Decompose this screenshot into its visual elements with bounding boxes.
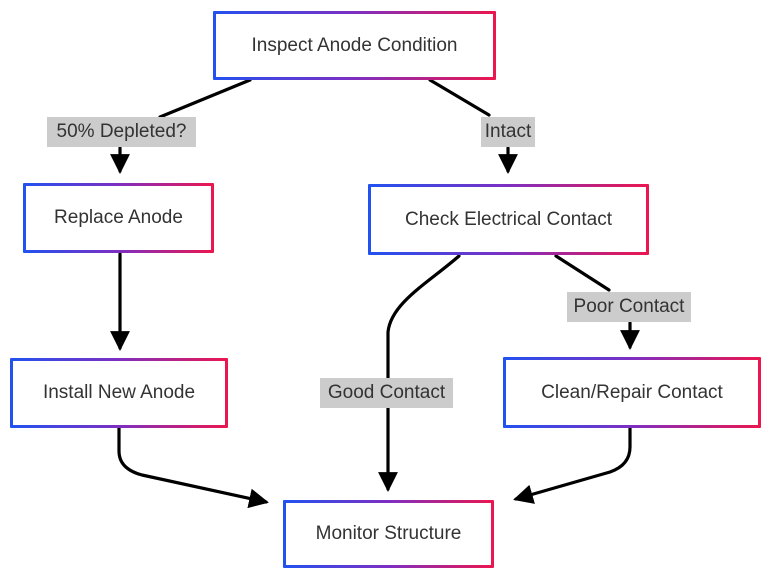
edge-label-poor-contact: Poor Contact bbox=[567, 292, 691, 322]
edge-label-intact: Intact bbox=[481, 117, 535, 147]
node-label: Install New Anode bbox=[13, 361, 225, 425]
edge-check-to-poor-label bbox=[554, 254, 611, 292]
edge-inspect-to-depleted-label bbox=[158, 78, 252, 119]
edge-label-good-contact: Good Contact bbox=[320, 378, 453, 408]
node-label: Inspect Anode Condition bbox=[216, 14, 493, 77]
node-check-electrical-contact: Check Electrical Contact bbox=[368, 184, 649, 255]
node-label: Monitor Structure bbox=[286, 503, 491, 565]
node-install-new-anode: Install New Anode bbox=[10, 358, 228, 428]
node-label: Replace Anode bbox=[26, 186, 211, 250]
edge-label-50-percent-depleted: 50% Depleted? bbox=[47, 117, 196, 147]
node-monitor-structure: Monitor Structure bbox=[283, 500, 494, 568]
node-label: Check Electrical Contact bbox=[371, 187, 646, 252]
edge-install-to-monitor bbox=[117, 426, 269, 509]
node-replace-anode: Replace Anode bbox=[23, 183, 214, 253]
edge-check-to-monitor-good-contact bbox=[378, 254, 461, 492]
node-clean-repair-contact: Clean/Repair Contact bbox=[503, 357, 761, 428]
node-inspect-anode-condition: Inspect Anode Condition bbox=[213, 11, 496, 80]
edge-inspect-to-intact-label bbox=[428, 78, 491, 117]
edge-clean-to-monitor bbox=[513, 426, 632, 504]
node-label: Clean/Repair Contact bbox=[506, 360, 758, 425]
